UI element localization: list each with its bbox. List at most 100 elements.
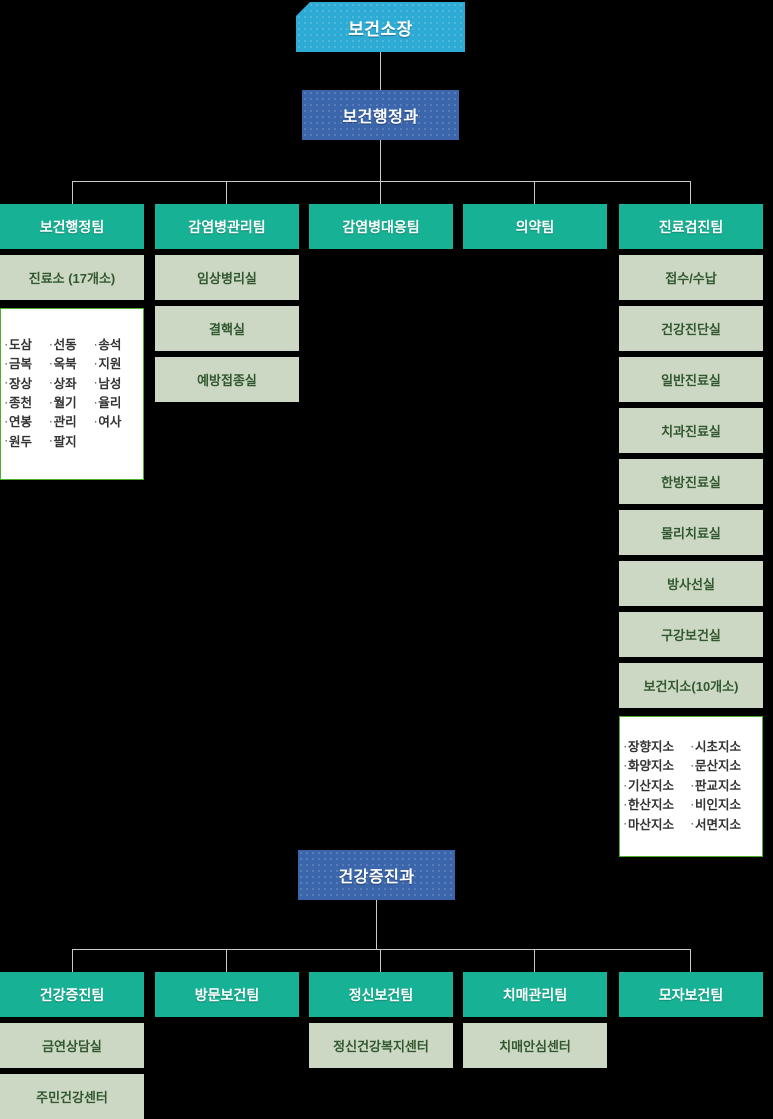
promo-team-header-0[interactable]: 건강증진팀 <box>0 972 144 1017</box>
promo-subitem-3-0[interactable]: 치매안심센터 <box>463 1023 607 1068</box>
bullet-icon: · <box>624 819 627 830</box>
list-cell: ·관리 <box>49 415 77 430</box>
bullet-icon: · <box>49 436 53 447</box>
list-cell: ·연봉 <box>5 415 33 430</box>
director-box[interactable]: 보건소장 <box>296 2 465 52</box>
subitem-label-4-6: 방사선실 <box>667 577 715 592</box>
subitem-1-1[interactable]: 결핵실 <box>155 306 299 351</box>
team-header-3[interactable]: 의약팀 <box>463 204 607 249</box>
bullet-icon: · <box>624 780 627 791</box>
list-cell: ·송석 <box>94 337 122 352</box>
promo-team-header-1[interactable]: 방문보건팀 <box>155 972 299 1017</box>
list-cell: ·기산지소 <box>624 778 675 793</box>
list-row: ·기산지소 ·판교지소 <box>624 777 758 796</box>
connector-drop-team2-2 <box>380 949 381 972</box>
list-cell: ·여사 <box>94 415 122 430</box>
connector-dept1-stem <box>376 900 377 949</box>
subitem-label-1-0: 임상병리실 <box>197 271 257 286</box>
department-label-1: 건강증진과 <box>338 869 415 886</box>
department-box-1[interactable]: 건강증진과 <box>298 850 455 900</box>
subitem-label-4-3: 치과진료실 <box>661 424 721 439</box>
list-cell: ·율리 <box>94 396 122 410</box>
team-label-2: 감염병대응팀 <box>342 218 420 235</box>
promo-team-header-4[interactable]: 모자보건팀 <box>619 972 763 1017</box>
promo-subitem-0-1[interactable]: 주민건강센터 <box>0 1074 144 1119</box>
connector-dept1-bus <box>72 949 690 950</box>
bullet-icon: · <box>691 780 694 791</box>
subitem-0-0[interactable]: 진료소 (17개소) <box>0 255 144 300</box>
team-header-1[interactable]: 감염병관리팀 <box>155 204 299 249</box>
promo-team-label-3: 치매관리팀 <box>502 986 568 1003</box>
subitem-1-0[interactable]: 임상병리실 <box>155 255 299 300</box>
team-label-1: 감염병관리팀 <box>188 218 266 235</box>
list-cell: ·팔지 <box>49 434 77 449</box>
branch-office-list-panel: ·장향지소 ·시초지소 ·화양지소 ·문산지소 ·기산지소 ·판교지소 ·한산지… <box>619 716 763 857</box>
subitem-4-8[interactable]: 보건지소(10개소) <box>619 663 763 708</box>
list-cell: ·장상 <box>5 376 33 391</box>
department-label-0: 보건행정과 <box>342 109 419 126</box>
clinic-list-panel: ·도삼 ·선동 ·송석 ·금복 ·옥북 ·지원 ·장상 ·상좌 ·남성 ·종천 … <box>0 308 144 480</box>
team-header-2[interactable]: 감염병대응팀 <box>309 204 453 249</box>
list-cell: ·월기 <box>49 396 77 410</box>
subitem-1-2[interactable]: 예방접종실 <box>155 357 299 402</box>
bullet-icon: · <box>5 397 8 408</box>
connector-drop-team2-0 <box>72 949 73 972</box>
promo-team-header-3[interactable]: 치매관리팀 <box>463 972 607 1017</box>
bullet-icon: · <box>5 339 8 350</box>
list-row: ·종천 ·월기 ·율리 <box>5 394 139 413</box>
team-label-3: 의약팀 <box>515 218 555 235</box>
subitem-4-6[interactable]: 방사선실 <box>619 561 763 606</box>
connector-drop-team2-4 <box>690 949 691 972</box>
subitem-4-3[interactable]: 치과진료실 <box>619 408 763 453</box>
connector-drop-team-4 <box>690 181 691 204</box>
list-cell: ·장향지소 <box>624 740 675 755</box>
list-row: ·한산지소 ·비인지소 <box>624 796 758 815</box>
connector-drop-team2-1 <box>226 949 227 972</box>
list-cell: ·화양지소 <box>624 759 675 774</box>
bullet-icon: · <box>94 397 98 408</box>
promo-subitem-2-0[interactable]: 정신건강복지센터 <box>309 1023 453 1068</box>
bullet-icon: · <box>49 378 53 389</box>
promo-subitem-0-0[interactable]: 금연상담실 <box>0 1023 144 1068</box>
connector-drop-team-3 <box>534 181 535 204</box>
department-box-0[interactable]: 보건행정과 <box>302 90 459 140</box>
bullet-icon: · <box>49 397 53 408</box>
list-cell <box>94 433 139 452</box>
subitem-label-4-1: 건강진단실 <box>661 322 721 337</box>
bullet-icon: · <box>94 358 98 369</box>
bullet-icon: · <box>691 819 694 830</box>
subitem-4-1[interactable]: 건강진단실 <box>619 306 763 351</box>
subitem-4-5[interactable]: 물리치료실 <box>619 510 763 555</box>
promo-team-label-4: 모자보건팀 <box>658 986 724 1003</box>
bullet-icon: · <box>5 436 8 447</box>
team-label-0: 보건행정팀 <box>39 218 105 235</box>
subitem-4-4[interactable]: 한방진료실 <box>619 459 763 504</box>
promo-team-header-2[interactable]: 정신보건팀 <box>309 972 453 1017</box>
list-cell: ·한산지소 <box>624 798 675 813</box>
subitem-label-4-4: 한방진료실 <box>661 475 721 490</box>
promo-subitem-label-0-1: 주민건강센터 <box>36 1090 108 1105</box>
team-header-4[interactable]: 진료검진팀 <box>619 204 763 249</box>
team-header-0[interactable]: 보건행정팀 <box>0 204 144 249</box>
connector-dept0-bus <box>72 181 690 182</box>
list-cell: ·원두 <box>5 434 33 449</box>
list-row: ·금복 ·옥북 ·지원 <box>5 355 139 374</box>
subitem-4-7[interactable]: 구강보건실 <box>619 612 763 657</box>
list-row: ·마산지소 ·서면지소 <box>624 816 758 835</box>
bullet-icon: · <box>691 799 694 810</box>
subitem-label-4-2: 일반진료실 <box>661 373 721 388</box>
list-row: ·도삼 ·선동 ·송석 <box>5 336 139 355</box>
bullet-icon: · <box>5 378 8 389</box>
connector-drop-team-2 <box>380 181 381 204</box>
subitem-label-4-5: 물리치료실 <box>661 526 721 541</box>
list-row: ·장향지소 ·시초지소 <box>624 738 758 757</box>
subitem-label-0-0: 진료소 (17개소) <box>28 271 116 286</box>
connector-drop-team-1 <box>226 181 227 204</box>
subitem-4-0[interactable]: 접수/수납 <box>619 255 763 300</box>
subitem-4-2[interactable]: 일반진료실 <box>619 357 763 402</box>
bullet-icon: · <box>94 339 98 350</box>
list-cell: ·남성 <box>94 376 122 391</box>
bullet-icon: · <box>5 358 8 369</box>
list-cell: ·종천 <box>5 396 33 410</box>
